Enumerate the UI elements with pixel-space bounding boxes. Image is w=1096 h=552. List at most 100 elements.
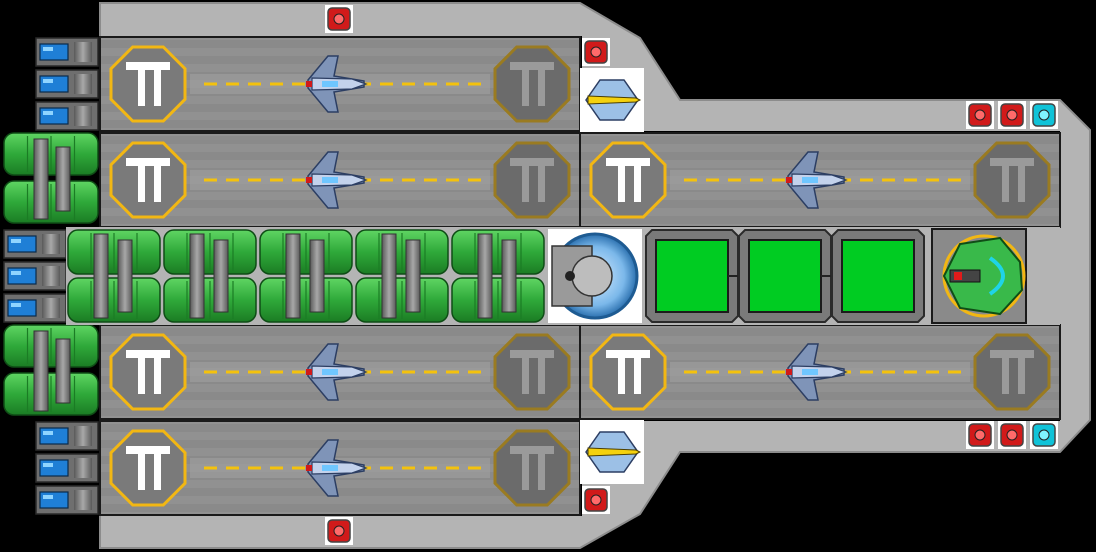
escort-body xyxy=(587,95,642,105)
fighter-ship-icon[interactable] xyxy=(786,151,848,209)
pad-ring xyxy=(493,45,571,123)
hangar-bay[interactable] xyxy=(579,324,1061,420)
defense-turret-icon[interactable] xyxy=(325,5,353,33)
fuel-tank-icon[interactable] xyxy=(3,180,99,224)
fuel-tank-icon[interactable] xyxy=(355,277,449,323)
fighter-canopy xyxy=(802,369,818,375)
runway-dash xyxy=(750,178,763,182)
thruster-icon[interactable] xyxy=(35,453,99,483)
hangar-pad-icon[interactable] xyxy=(589,333,667,411)
thruster-icon[interactable] xyxy=(35,101,99,131)
hangar-bay[interactable] xyxy=(99,36,581,132)
fuel-tank-pair[interactable] xyxy=(163,229,257,323)
runway-dash xyxy=(860,178,873,182)
fuel-tank-icon[interactable] xyxy=(3,324,99,368)
fuel-tank-icon[interactable] xyxy=(163,277,257,323)
fuel-tank-icon[interactable] xyxy=(67,277,161,323)
hangar-pad-icon[interactable] xyxy=(973,333,1051,411)
thruster-icon[interactable] xyxy=(35,69,99,99)
fuel-tank-icon[interactable] xyxy=(67,229,161,275)
runway-dash xyxy=(926,370,939,374)
escort-ship-icon[interactable] xyxy=(580,68,644,132)
fuel-tank-icon[interactable] xyxy=(259,277,353,323)
hangar-pad-icon[interactable] xyxy=(109,429,187,507)
hangar-bay[interactable] xyxy=(99,420,581,516)
thruster-icon[interactable] xyxy=(3,261,67,291)
fighter-ship-icon[interactable] xyxy=(306,55,368,113)
hangar-pad-icon[interactable] xyxy=(109,45,187,123)
pad-glyph-bar xyxy=(606,158,650,166)
defense-turret-icon[interactable] xyxy=(998,101,1026,129)
thruster-icon[interactable] xyxy=(35,485,99,515)
hangar-bay[interactable] xyxy=(99,132,581,228)
hangar-bay[interactable] xyxy=(99,324,581,420)
shield-emitter-icon[interactable] xyxy=(1030,421,1058,449)
runway-dash xyxy=(248,178,261,182)
hangar-pad-icon[interactable] xyxy=(109,333,187,411)
defense-turret-icon[interactable] xyxy=(966,421,994,449)
fuel-pipe xyxy=(189,233,205,319)
pad-ring xyxy=(493,333,571,411)
pad-glyph-leg xyxy=(1002,166,1009,202)
runway-dash xyxy=(248,370,261,374)
thruster-icon[interactable] xyxy=(3,293,67,323)
runway-dash xyxy=(292,178,305,182)
cargo-hold-icon[interactable] xyxy=(831,229,925,323)
pad-ring xyxy=(109,333,187,411)
fuel-tank-pair[interactable] xyxy=(451,229,545,323)
hangar-pad-icon[interactable] xyxy=(973,141,1051,219)
hangar-pad-icon[interactable] xyxy=(493,429,571,507)
hangar-bay[interactable] xyxy=(579,132,1061,228)
hangar-pad-icon[interactable] xyxy=(493,141,571,219)
thruster-coupling xyxy=(74,426,92,446)
defense-turret-icon[interactable] xyxy=(998,421,1026,449)
pad-glyph-leg xyxy=(522,166,529,202)
pad-ring xyxy=(109,141,187,219)
fuel-tank-pair[interactable] xyxy=(67,229,161,323)
runway-dash xyxy=(706,370,719,374)
pad-glyph-bar xyxy=(510,350,554,358)
runway-dash xyxy=(926,178,939,182)
defense-turret-icon[interactable] xyxy=(582,486,610,514)
fuel-tank-icon[interactable] xyxy=(451,229,545,275)
fighter-ship-icon[interactable] xyxy=(306,151,368,209)
fuel-tank-icon[interactable] xyxy=(3,372,99,416)
pad-glyph-leg xyxy=(154,454,161,490)
hangar-pad-icon[interactable] xyxy=(589,141,667,219)
runway-dash xyxy=(380,178,393,182)
defense-turret-icon[interactable] xyxy=(966,101,994,129)
defense-turret-icon[interactable] xyxy=(582,38,610,66)
fuel-tank-icon[interactable] xyxy=(3,132,99,176)
runway-dash xyxy=(424,466,437,470)
thruster-icon[interactable] xyxy=(35,421,99,451)
cargo-hold-icon[interactable] xyxy=(738,229,832,323)
runway-dash xyxy=(446,178,459,182)
thruster-icon[interactable] xyxy=(3,229,67,259)
thruster-icon[interactable] xyxy=(35,37,99,67)
fuel-tank-pair[interactable] xyxy=(355,229,449,323)
fuel-tank-icon[interactable] xyxy=(163,229,257,275)
fuel-tank-icon[interactable] xyxy=(355,229,449,275)
pad-glyph-leg xyxy=(1018,166,1025,202)
pad-glyph-leg xyxy=(522,70,529,106)
hangar-pad-icon[interactable] xyxy=(109,141,187,219)
module-light xyxy=(1006,429,1018,441)
bridge-icon[interactable] xyxy=(931,228,1027,324)
fighter-engine-glow xyxy=(306,81,312,87)
fuel-tank-icon[interactable] xyxy=(259,229,353,275)
fuel-tank-pair[interactable] xyxy=(259,229,353,323)
hangar-pad-icon[interactable] xyxy=(493,333,571,411)
reactor-core-icon[interactable] xyxy=(548,229,642,323)
fuel-pipe xyxy=(501,239,517,313)
shield-emitter-icon[interactable] xyxy=(1030,101,1058,129)
runway-dash xyxy=(772,178,785,182)
fighter-ship-icon[interactable] xyxy=(306,343,368,401)
hangar-pad-icon[interactable] xyxy=(493,45,571,123)
fighter-ship-icon[interactable] xyxy=(306,439,368,497)
runway-dash xyxy=(684,370,697,374)
defense-turret-icon[interactable] xyxy=(325,517,353,545)
fighter-ship-icon[interactable] xyxy=(786,343,848,401)
fuel-tank-icon[interactable] xyxy=(451,277,545,323)
escort-ship-icon[interactable] xyxy=(580,420,644,484)
cargo-hold-icon[interactable] xyxy=(645,229,739,323)
